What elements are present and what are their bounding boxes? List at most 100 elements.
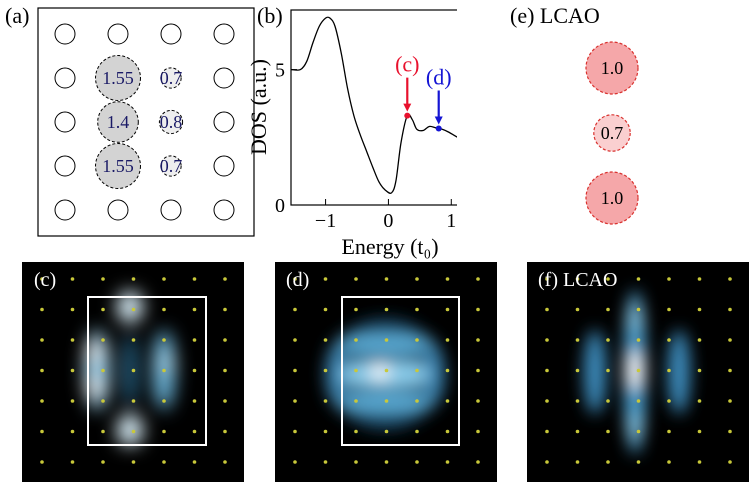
lattice-site-dot xyxy=(476,277,480,281)
lattice-site-dot xyxy=(323,338,328,342)
marker-arrow-head xyxy=(434,116,443,125)
x-tick-label: 1 xyxy=(446,210,456,232)
lattice-site-dot xyxy=(667,429,671,434)
panel-a-label: (a) xyxy=(5,3,30,28)
panel-a-frame xyxy=(37,7,255,237)
lattice-site-dot xyxy=(728,338,732,342)
lattice-site-dot xyxy=(636,277,641,281)
lattice-site-dot xyxy=(354,368,358,373)
site-weight-label: 1.4 xyxy=(107,112,130,132)
marker-point xyxy=(404,112,411,119)
site-circle-weighted xyxy=(95,55,141,101)
site-weight-label: 1.55 xyxy=(102,68,134,88)
site-circle xyxy=(213,23,235,45)
lattice-site-dot xyxy=(70,338,75,342)
site-circle xyxy=(54,155,76,177)
lattice-site-dot xyxy=(415,368,419,373)
lattice-site-dot xyxy=(101,429,105,434)
site-circle xyxy=(107,199,129,221)
site-weight-label: 0.7 xyxy=(160,68,183,88)
lattice-site-dot xyxy=(131,429,136,434)
lattice-site-dot xyxy=(70,399,75,403)
lattice-site-dot xyxy=(293,399,297,403)
lattice-site-dot xyxy=(636,429,641,434)
site-weight-label: 0.8 xyxy=(160,112,183,132)
site-circle-weighted xyxy=(160,155,182,177)
lattice-site-dot xyxy=(445,338,450,342)
lattice-site-dot xyxy=(162,368,166,373)
panel-c-label: (c) xyxy=(34,269,57,291)
lattice-site-dot xyxy=(728,399,732,403)
site-circle xyxy=(54,111,76,133)
lattice-site-dot xyxy=(162,429,166,434)
lattice-site-dot xyxy=(223,368,227,373)
y-tick-label: 5 xyxy=(275,60,285,82)
site-circle-weighted xyxy=(160,67,182,89)
lattice-site-dot xyxy=(667,307,671,312)
lattice-site-dot xyxy=(70,277,75,281)
dos-plot-frame xyxy=(290,9,457,206)
lattice-site-dot xyxy=(697,399,702,403)
lattice-site-dot xyxy=(575,307,580,312)
lattice-site-dot xyxy=(606,307,610,312)
lattice-site-dot xyxy=(101,460,105,464)
lcao-weights: 1.00.71.0 xyxy=(585,41,639,225)
lattice-site-dot xyxy=(697,277,702,281)
lattice-site-dot xyxy=(575,368,580,373)
site-circle-weighted xyxy=(95,143,141,189)
site-circle xyxy=(54,199,76,221)
lattice-site-dot xyxy=(476,399,480,403)
lcao-circle xyxy=(585,171,639,225)
lattice-site-dot xyxy=(40,307,44,312)
lattice-site-dot xyxy=(636,307,641,312)
lattice-site-dot xyxy=(606,338,610,342)
lattice-site-dot xyxy=(575,399,580,403)
lattice-site-dot xyxy=(162,460,166,464)
lattice-site-dot xyxy=(293,277,297,281)
y-tick-label: 0 xyxy=(275,195,285,217)
lattice-site-dot xyxy=(162,277,166,281)
site-circle xyxy=(107,23,129,45)
lattice-site-dot xyxy=(728,307,732,312)
site-circle xyxy=(54,23,76,45)
lattice-site-dot xyxy=(40,399,44,403)
lattice-site-dot xyxy=(545,338,549,342)
lattice-site-dot xyxy=(40,338,44,342)
lattice-site-dot xyxy=(101,277,105,281)
panel-d-label: (d) xyxy=(286,269,310,291)
x-tick-label: −1 xyxy=(315,210,336,232)
lattice-site-dot xyxy=(192,460,197,464)
site-circle xyxy=(54,67,76,89)
lattice-site-dot xyxy=(70,460,75,464)
lattice-site-dot xyxy=(545,277,549,281)
lattice-site-dot xyxy=(293,307,297,312)
lattice-site-dot xyxy=(192,399,197,403)
lattice-site-dot xyxy=(476,429,480,434)
lattice-site-dot xyxy=(476,307,480,312)
lattice-site-dot xyxy=(728,429,732,434)
lattice-site-dot xyxy=(697,338,702,342)
lattice-site-dot xyxy=(728,277,732,281)
lattice-site-dot xyxy=(131,338,136,342)
dos-series-line xyxy=(290,16,457,194)
lattice-site-dot xyxy=(354,338,358,342)
lattice-site-dot xyxy=(384,429,389,434)
lattice-site-dot xyxy=(606,277,610,281)
unit-cell-box xyxy=(87,296,207,446)
lattice-site-dot xyxy=(575,460,580,464)
site-circle xyxy=(213,67,235,89)
lattice-site-dot xyxy=(667,338,671,342)
dos-y-axis-label: DOS (a.u.) xyxy=(246,59,271,155)
lattice-site-dot xyxy=(667,277,671,281)
marker-arrow-head xyxy=(403,103,412,112)
lattice-site-dot xyxy=(667,368,671,373)
lattice-site-dot xyxy=(323,307,328,312)
lattice-site-dot xyxy=(545,368,549,373)
lcao-weight-label: 1.0 xyxy=(601,58,624,78)
marker-label: (c) xyxy=(395,52,419,77)
lattice-site-dot xyxy=(40,277,44,281)
site-weight-label: 1.55 xyxy=(102,156,134,176)
lattice-site-dot xyxy=(101,399,105,403)
